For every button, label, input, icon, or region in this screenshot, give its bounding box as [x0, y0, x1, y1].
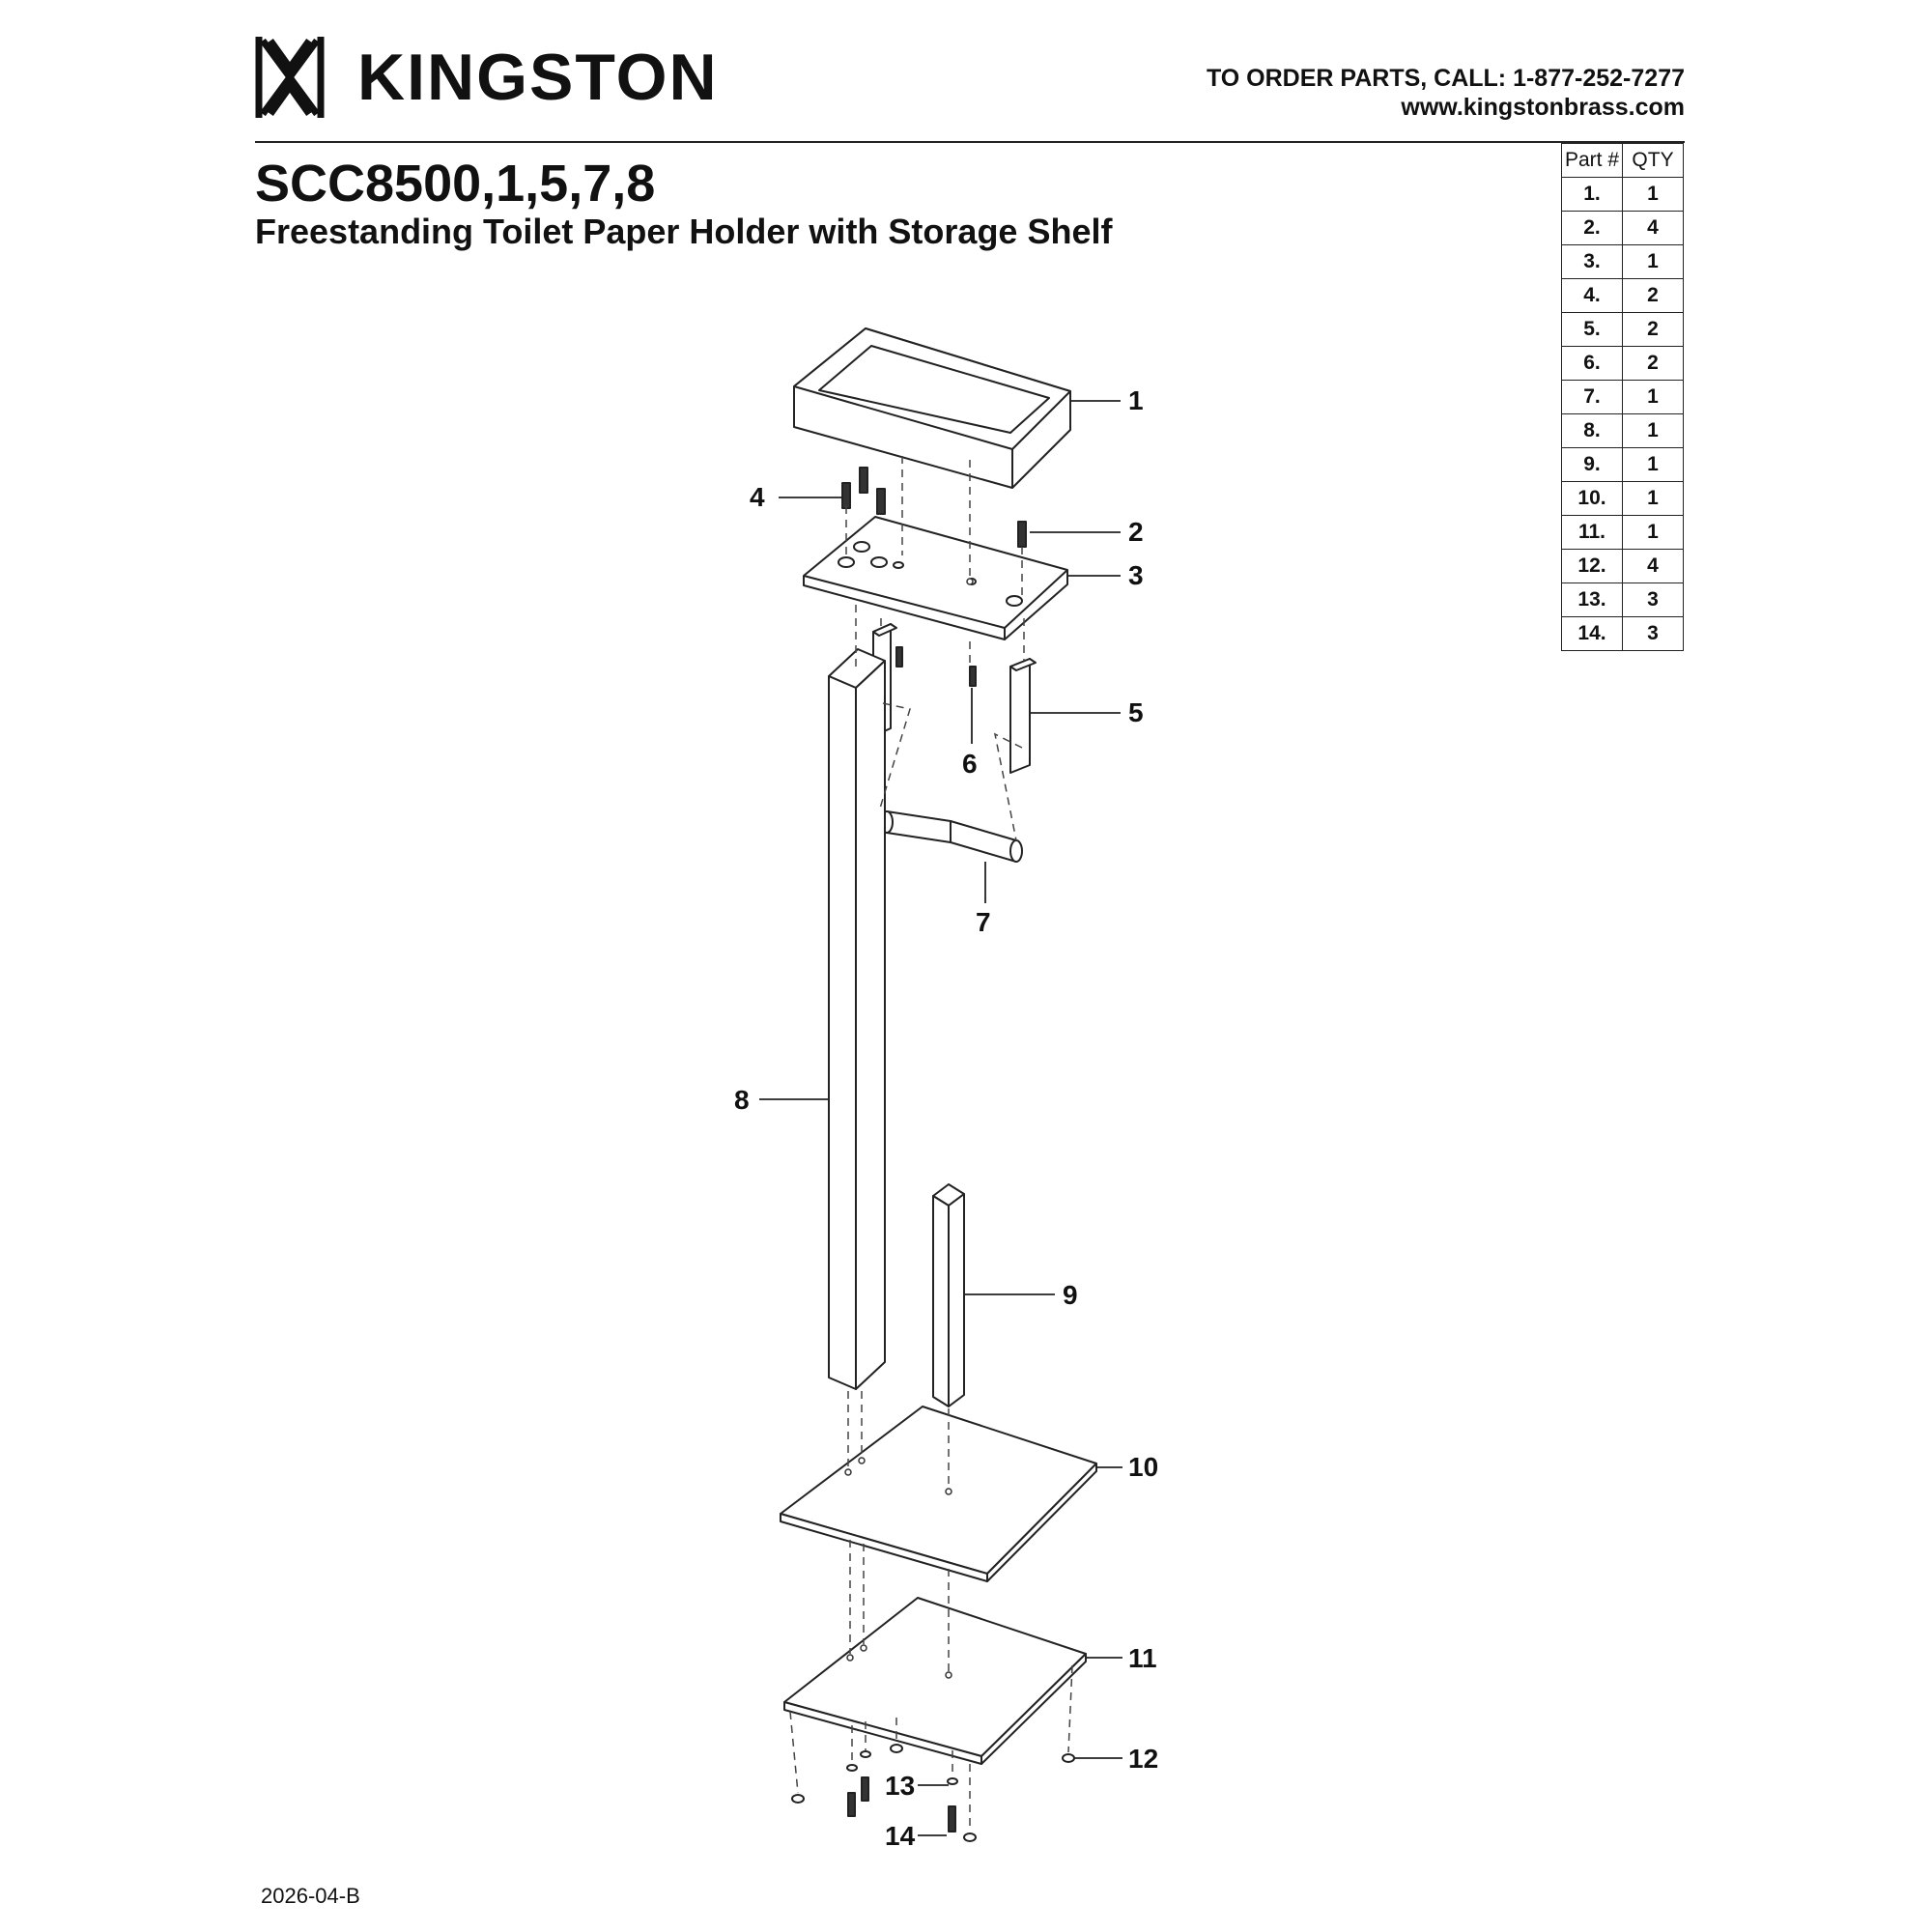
callout-4: 4: [750, 482, 765, 512]
bolts-part: [847, 1776, 956, 1833]
parts-table-row: 7.1: [1561, 380, 1684, 414]
qty-cell: 1: [1622, 177, 1684, 212]
order-parts-text: TO ORDER PARTS, CALL: 1-877-252-7277: [1206, 65, 1685, 92]
part-number-cell: 14.: [1561, 616, 1623, 651]
screws-part: [841, 467, 1027, 687]
part-number-cell: 12.: [1561, 549, 1623, 583]
main-post-part: [828, 648, 886, 1390]
parts-table-row: 10.1: [1561, 481, 1684, 516]
qty-header: QTY: [1622, 143, 1684, 178]
product-name: Freestanding Toilet Paper Holder with St…: [255, 212, 1113, 251]
parts-table-row: 1.1: [1561, 177, 1684, 212]
base-part: [783, 1597, 1087, 1765]
callout-2: 2: [1128, 517, 1144, 547]
parts-table-row: 4.2: [1561, 278, 1684, 313]
callout-13: 13: [885, 1771, 915, 1801]
callout-7: 7: [976, 907, 991, 937]
washers-part: [846, 1750, 958, 1785]
top-plate-part: [803, 516, 1068, 640]
website-link[interactable]: www.kingstonbrass.com: [1401, 94, 1685, 121]
hole-markers: [844, 578, 974, 1679]
parts-table-row: 12.4: [1561, 549, 1684, 583]
document-code: 2026-04-B: [261, 1884, 360, 1908]
qty-cell: 4: [1622, 211, 1684, 245]
part-number-cell: 4.: [1561, 278, 1623, 313]
part-number-cell: 10.: [1561, 481, 1623, 516]
kingston-logo-icon: [255, 37, 325, 118]
callout-11: 11: [1128, 1643, 1157, 1673]
header-divider: [255, 141, 1685, 143]
qty-cell: 4: [1622, 549, 1684, 583]
qty-cell: 1: [1622, 244, 1684, 279]
callout-9: 9: [1063, 1280, 1078, 1310]
parts-table-row: 3.1: [1561, 244, 1684, 279]
callout-6: 6: [962, 749, 978, 779]
callout-8: 8: [734, 1085, 750, 1115]
leader-lines: [759, 400, 1122, 1836]
callout-1: 1: [1128, 385, 1144, 415]
tray-part: [793, 327, 1071, 489]
part-number-cell: 1.: [1561, 177, 1623, 212]
callout-14: 14: [885, 1821, 916, 1851]
qty-cell: 1: [1622, 447, 1684, 482]
bracket-right-part: [1009, 658, 1037, 774]
assembly-guides: [789, 456, 1073, 1832]
callout-12: 12: [1128, 1744, 1158, 1774]
brand-name: KINGSTON: [357, 41, 719, 114]
model-number: SCC8500,1,5,7,8: [255, 155, 656, 213]
feet-part: [791, 1744, 1075, 1842]
callout-3: 3: [1128, 560, 1144, 590]
callout-5: 5: [1128, 697, 1144, 727]
roller-part: [880, 810, 1023, 863]
shelf-part: [780, 1406, 1097, 1582]
parts-table-row: 8.1: [1561, 413, 1684, 448]
part-number-cell: 3.: [1561, 244, 1623, 279]
qty-cell: 1: [1622, 413, 1684, 448]
short-post-part: [932, 1183, 965, 1407]
callout-10: 10: [1128, 1452, 1158, 1482]
parts-table-header: Part # QTY: [1561, 143, 1684, 178]
qty-cell: 3: [1622, 616, 1684, 651]
qty-cell: 1: [1622, 481, 1684, 516]
parts-table-row: 14.3: [1561, 616, 1684, 651]
qty-cell: 1: [1622, 515, 1684, 550]
parts-table-row: 13.3: [1561, 582, 1684, 617]
